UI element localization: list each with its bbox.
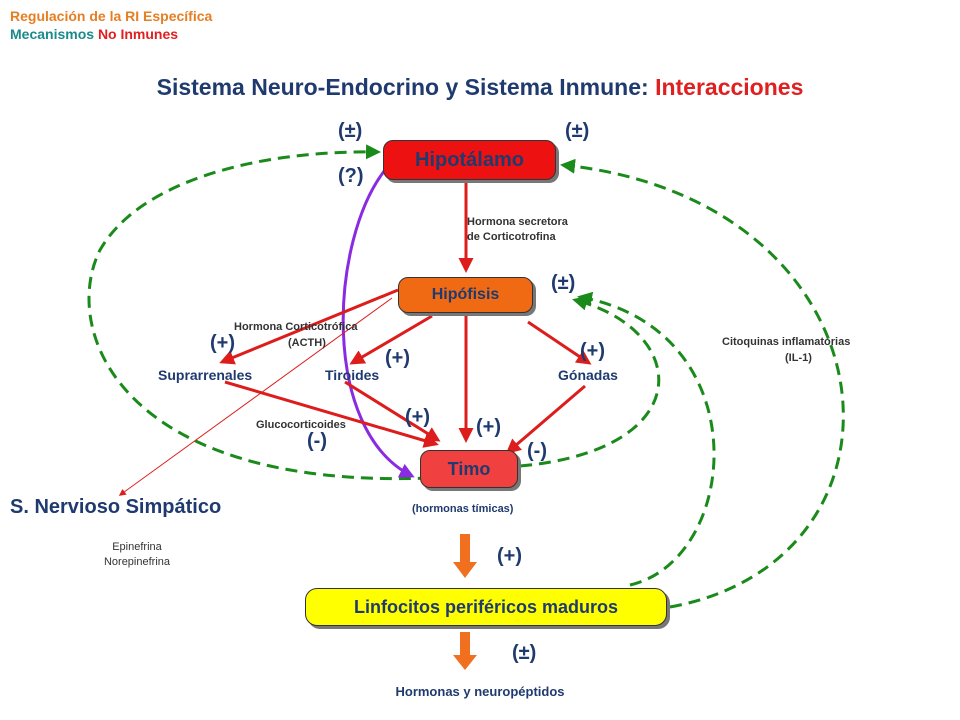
node-hipotalamo-label: Hipotálamo bbox=[415, 148, 524, 171]
label-hormonas-timicas: (hormonas tímicas) bbox=[412, 503, 514, 515]
node-suprarrenales: Suprarrenales bbox=[158, 367, 253, 383]
arrow-hipofisis-tiroides bbox=[349, 314, 433, 365]
sign-gonadas: (+) bbox=[580, 340, 605, 362]
sign-timo-plus-1: (+) bbox=[405, 406, 430, 428]
sign-hip-question: (?) bbox=[338, 165, 364, 187]
node-tiroides: Tiroides bbox=[325, 367, 380, 383]
header-subtopic: Mecanismos No Inmunes bbox=[10, 26, 178, 42]
purple-hipotalamo-timo bbox=[341, 169, 415, 478]
node-linfocitos: Linfocitos periféricos maduros bbox=[305, 588, 667, 626]
label-citoquinas-1: Citoquinas inflamatorias bbox=[722, 336, 851, 348]
label-citoquinas-2: (IL-1) bbox=[785, 352, 812, 364]
arrow-gonadas-timo bbox=[505, 384, 586, 454]
dashed-feedback-timo-hipofisis bbox=[519, 295, 661, 468]
node-hipofisis: Hipófisis bbox=[398, 277, 533, 313]
sign-suprarrenales: (+) bbox=[210, 332, 235, 354]
header-topic: Regulación de la RI Específica bbox=[10, 8, 212, 24]
arrow-hipofisis-suprarrenales bbox=[219, 288, 399, 365]
label-hormona-secretora-2: de Corticotrofina bbox=[467, 231, 556, 243]
label-hormona-secretora-1: Hormona secretora bbox=[467, 216, 568, 228]
label-hormona-corticotrofica-1: Hormona Corticotrófica bbox=[234, 321, 358, 333]
sign-hip-left: (±) bbox=[338, 120, 363, 142]
sign-tiroides: (+) bbox=[385, 347, 410, 369]
label-norepinefrina: Norepinefrina bbox=[103, 556, 171, 568]
header-line2-part1: Mecanismos bbox=[10, 26, 98, 42]
arrow-thin-snervioso bbox=[118, 297, 393, 496]
node-snervioso: S. Nervioso Simpático bbox=[10, 496, 222, 518]
node-hipofisis-label: Hipófisis bbox=[431, 286, 500, 303]
node-timo: Timo bbox=[420, 450, 518, 488]
sign-hip-right: (±) bbox=[565, 120, 590, 142]
arrow-tiroides-timo bbox=[344, 380, 441, 442]
label-epinefrina: Epinefrina bbox=[112, 541, 162, 553]
page-title: Sistema Neuro-Endocrino y Sistema Inmune… bbox=[0, 74, 960, 101]
header-line2-part2: No Inmunes bbox=[97, 26, 179, 42]
dashed-feedback-linfocitos-hipotalamo bbox=[560, 158, 845, 609]
sign-timo-plus-2: (+) bbox=[476, 416, 501, 438]
sign-timo-minus-left: (-) bbox=[307, 430, 327, 452]
orange-arrow-linfocitos-hormonas bbox=[453, 632, 477, 670]
sign-hormonas: (±) bbox=[512, 642, 537, 664]
node-gonadas: Gónadas bbox=[558, 367, 618, 383]
node-timo-label: Timo bbox=[447, 458, 491, 479]
orange-arrow-timo-linfocitos bbox=[453, 534, 477, 578]
header-line1: Regulación de la RI Específica bbox=[10, 8, 213, 24]
node-linfocitos-label: Linfocitos periféricos maduros bbox=[353, 596, 619, 617]
label-glucocorticoides: Glucocorticoides bbox=[256, 419, 346, 431]
sign-timo-minus-right: (-) bbox=[527, 440, 547, 462]
arrow-suprarrenales-timo bbox=[224, 380, 439, 448]
dashed-feedback-linfocitos-hipofisis bbox=[577, 291, 716, 587]
sign-hipofisis-right: (±) bbox=[551, 272, 576, 294]
node-hipotalamo: Hipotálamo bbox=[383, 140, 556, 180]
title-part2: Interacciones bbox=[655, 74, 804, 100]
sign-linfocitos: (+) bbox=[497, 545, 522, 567]
title-part1: Sistema Neuro-Endocrino y Sistema Inmune… bbox=[156, 74, 656, 100]
label-hormonas-neuropeptidos: Hormonas y neuropéptidos bbox=[395, 684, 565, 699]
dashed-feedback-outer-left bbox=[87, 144, 431, 481]
arrow-hipofisis-gonadas bbox=[527, 320, 592, 365]
label-hormona-corticotrofica-2: (ACTH) bbox=[288, 337, 326, 349]
